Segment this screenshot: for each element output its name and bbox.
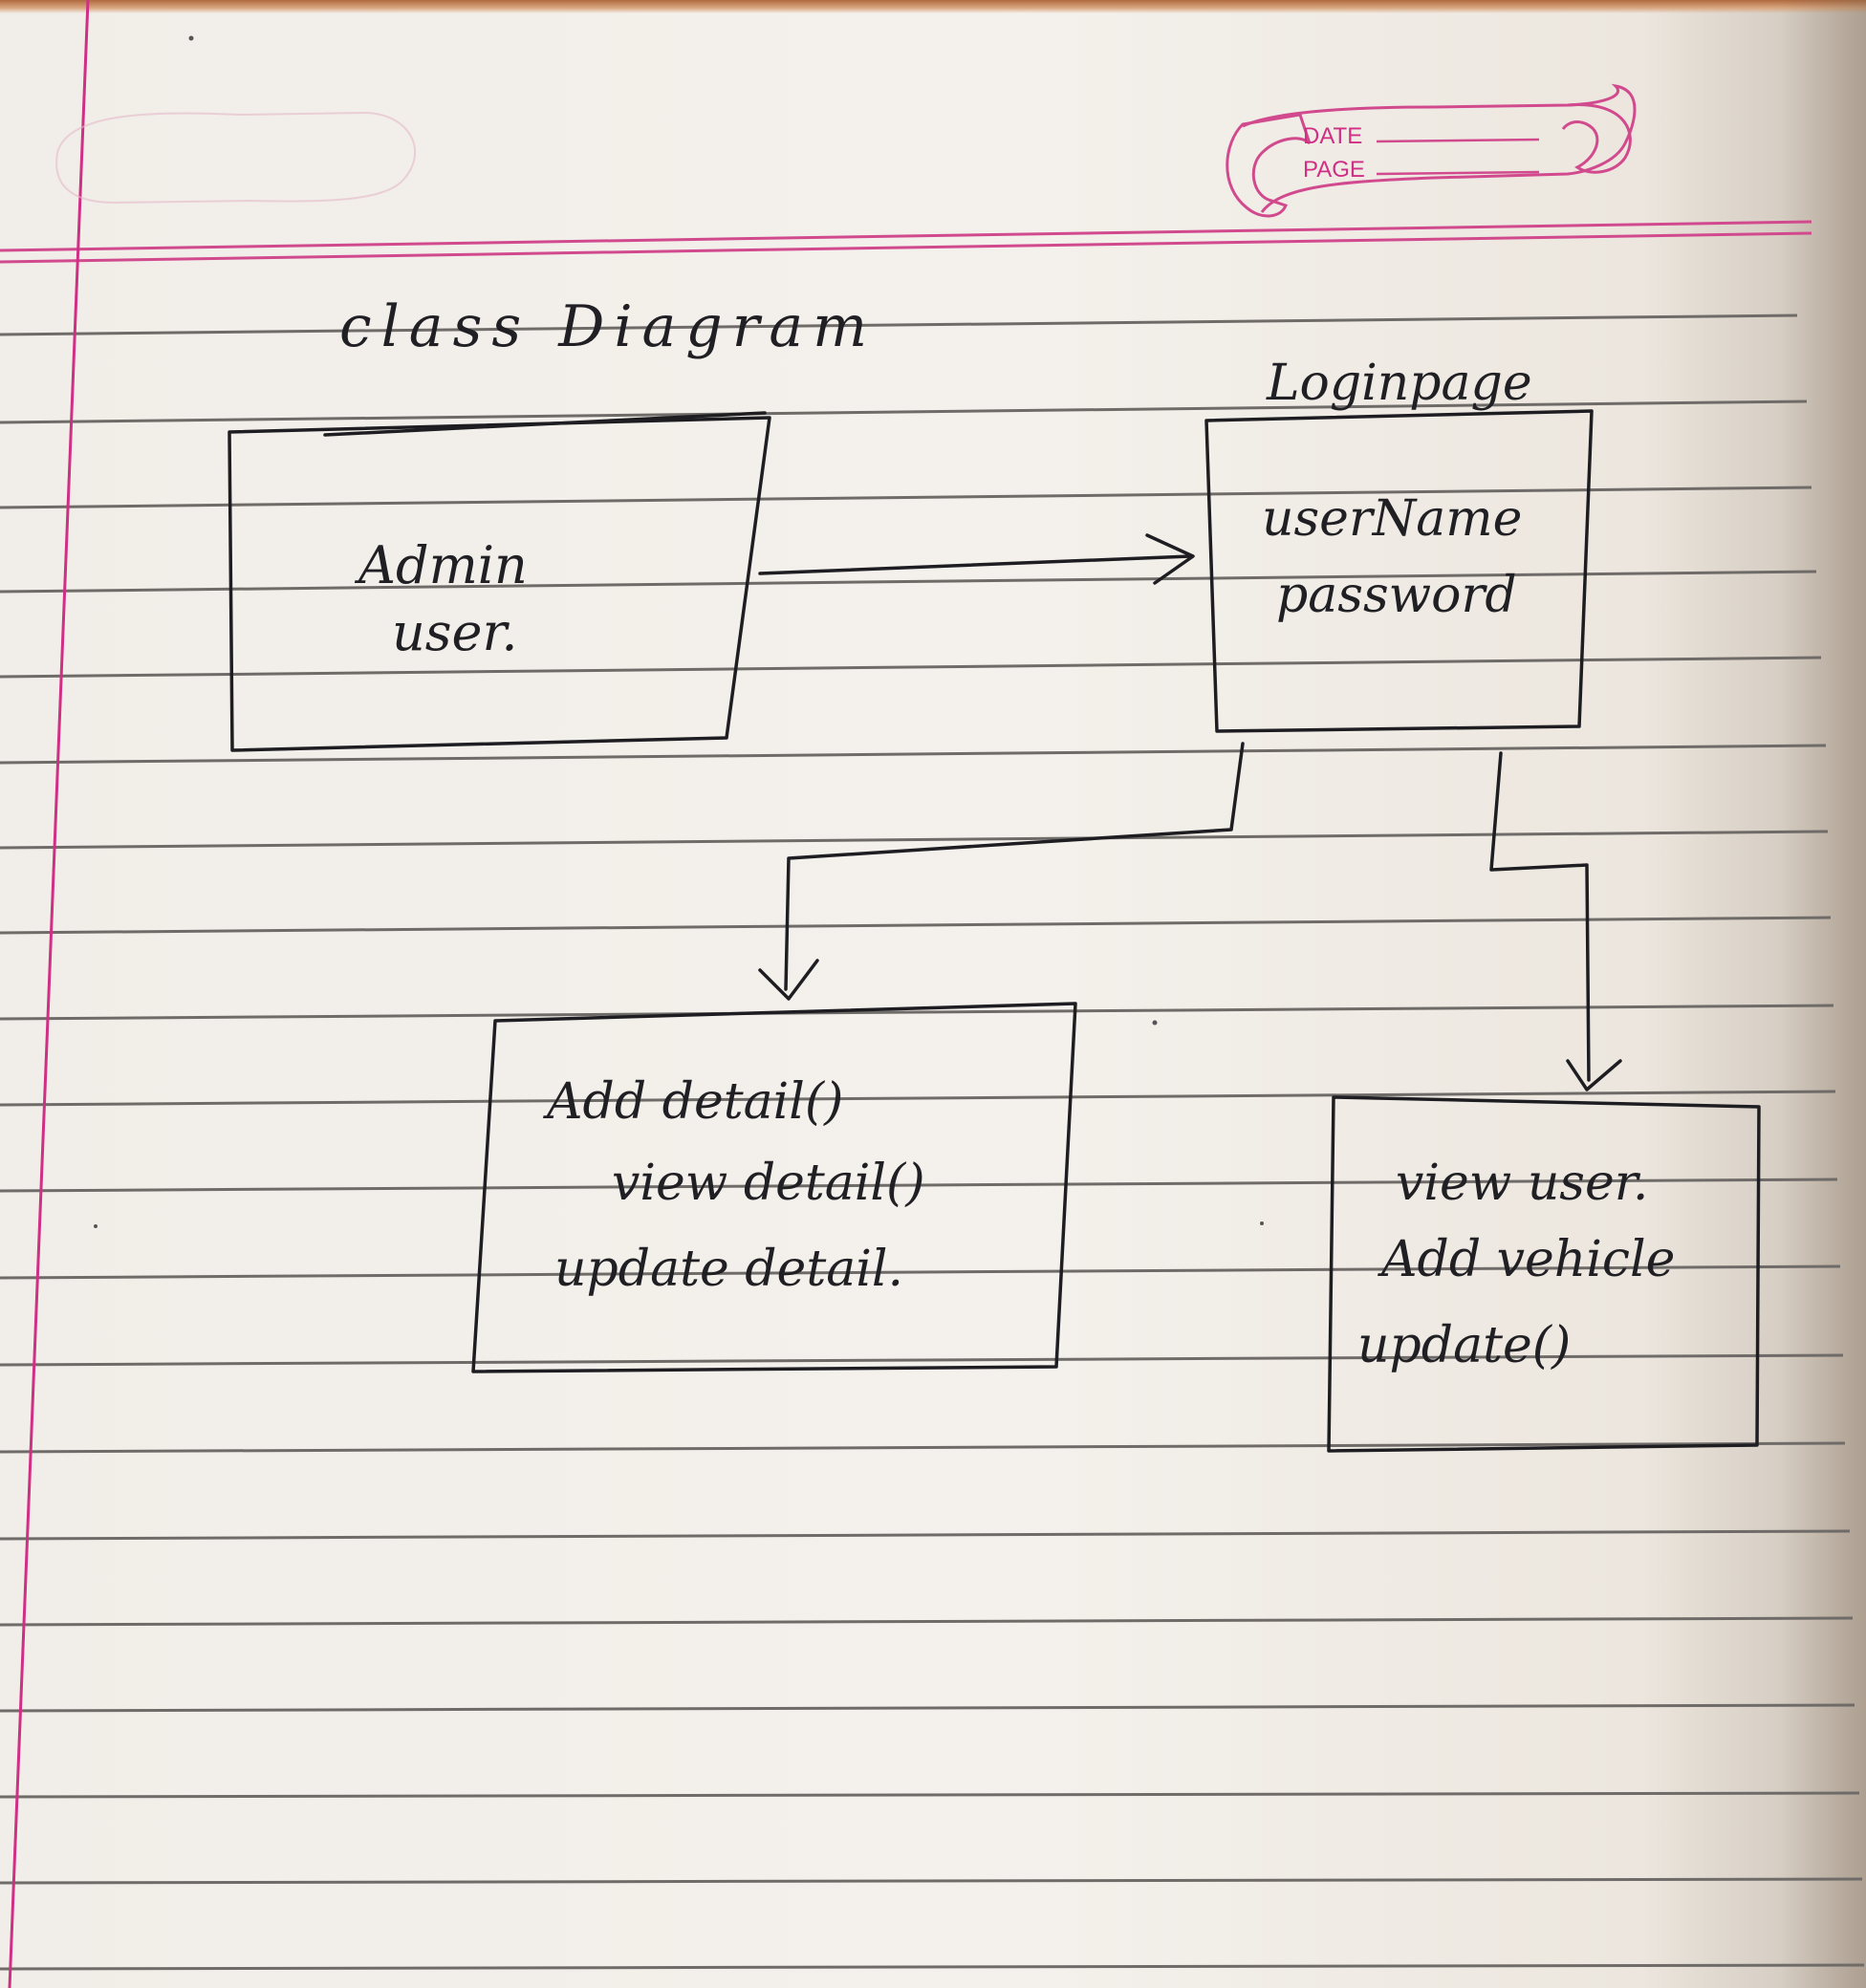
paper-specks: [94, 35, 1264, 1228]
stamp-date-line: [1376, 138, 1540, 143]
stamp-page-label: PAGE: [1303, 157, 1365, 183]
header-double-rule: [0, 220, 1812, 264]
stamp-date-label: DATE: [1303, 123, 1362, 149]
login-class-attr-2: password: [1276, 567, 1517, 624]
details-class-line-1: Add detail(): [543, 1073, 843, 1131]
page-curl-shadow: [1780, 0, 1866, 1988]
date-page-stamp: DATE PAGE: [1226, 83, 1637, 218]
stamp-page-line: [1376, 170, 1540, 176]
connector-login-to-vehicle: [1489, 751, 1622, 1091]
connector-login-to-details: [758, 742, 1245, 1001]
details-class-line-3: update detail.: [554, 1241, 903, 1298]
admin-class-line-2: user.: [392, 602, 518, 662]
arrow-admin-to-login: [758, 533, 1195, 585]
vehicle-class-line-1: view user.: [1396, 1155, 1648, 1212]
class-box-login: Loginpage userName password: [1204, 355, 1594, 733]
vehicle-class-line-2: Add vehicle: [1378, 1231, 1675, 1288]
login-class-name: Loginpage: [1266, 355, 1532, 412]
ruled-lines: [0, 313, 1865, 1971]
diagram-title: class Diagram: [339, 293, 877, 360]
login-class-attr-1: userName: [1262, 490, 1522, 548]
page-top-edge: [0, 0, 1866, 13]
class-box-details: Add detail() view detail() update detail…: [471, 1002, 1077, 1373]
vehicle-class-line-3: update(): [1357, 1317, 1571, 1374]
details-class-line-2: view detail(): [612, 1155, 925, 1212]
class-box-vehicle: view user. Add vehicle update(): [1327, 1095, 1761, 1453]
margin-line: [8, 0, 90, 1988]
faint-stamp-bleed: [55, 111, 417, 205]
admin-class-line-1: Admin: [354, 535, 528, 595]
class-box-admin: Admin user.: [228, 416, 771, 752]
